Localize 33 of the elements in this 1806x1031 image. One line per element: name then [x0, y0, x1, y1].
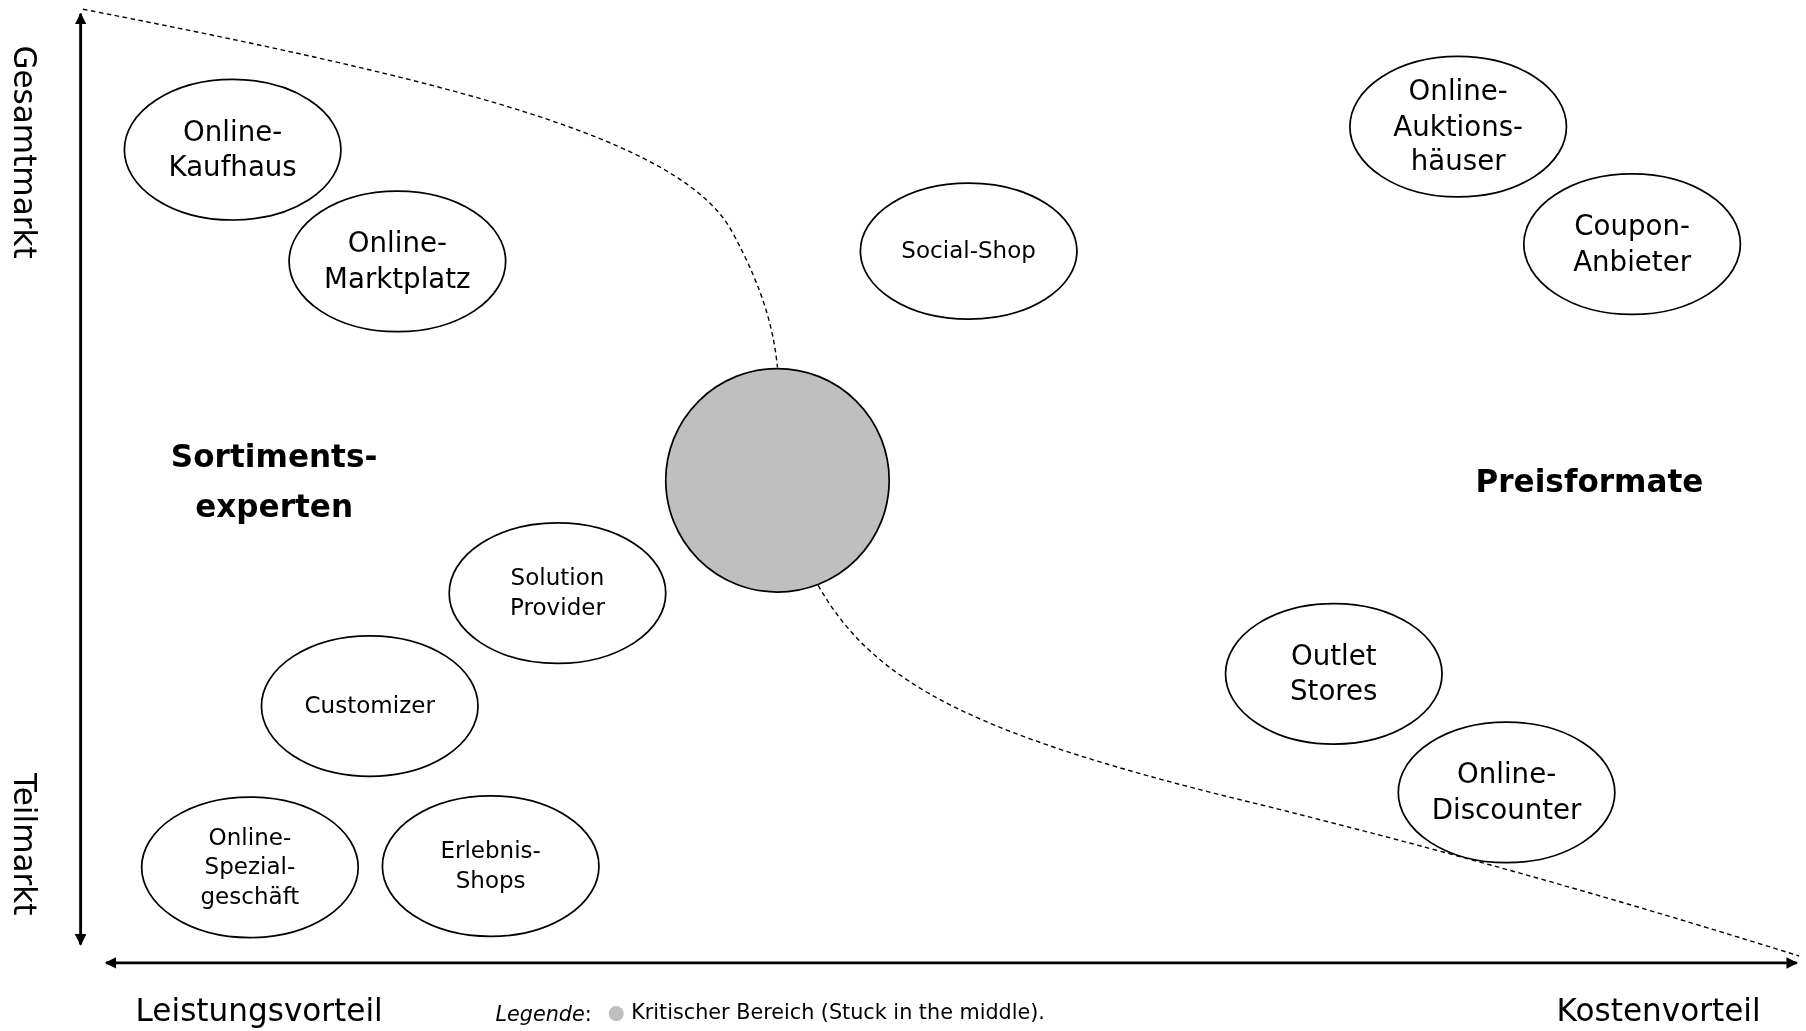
node-label: Solution Provider: [509, 563, 606, 623]
ellipse-node: [448, 521, 667, 665]
axis-label: Leistungsvorteil: [135, 992, 383, 1028]
region-label: Sortiments- experten: [170, 437, 378, 527]
circle-shape: [664, 367, 891, 594]
node-label: Outlet Stores: [1290, 638, 1378, 710]
legend-title: Legende:: [495, 1001, 592, 1026]
axis-label: Gesamtmarkt: [7, 45, 44, 259]
node-label: Online- Discounter: [1431, 757, 1582, 828]
node-label: Online- Kaufhaus: [168, 114, 297, 186]
node-label: Coupon- Anbieter: [1573, 208, 1692, 280]
node-label: Online- Marktplatz: [324, 226, 471, 297]
node-label: Erlebnis- Shops: [440, 836, 541, 896]
ellipse-node: [260, 634, 480, 778]
ellipse-node: [123, 78, 343, 222]
node-label: Social-Shop: [901, 236, 1036, 266]
ellipse-node: [1397, 721, 1616, 864]
legend-text: Kritischer Bereich (Stuck in the middle).: [631, 999, 1045, 1024]
node-label: Online- Spezial- geschäft: [200, 823, 300, 912]
node-label: Online- Auktions- häuser: [1393, 73, 1524, 180]
node-label: Customizer: [304, 691, 435, 721]
ellipse-node: [287, 190, 507, 333]
ellipse-node: [140, 795, 360, 939]
ellipse-node: [1348, 55, 1568, 199]
axis-label: Teilmarkt: [7, 773, 44, 916]
dashed-boundary-line: [817, 584, 1800, 957]
ellipse-node: [381, 794, 601, 938]
region-label: Preisformate: [1475, 463, 1704, 500]
dashed-boundary-line: [82, 8, 779, 369]
ellipse-node: [1522, 172, 1742, 316]
ellipse-node: [1224, 602, 1444, 746]
ellipse-node: [859, 182, 1079, 321]
axis-label: Kostenvorteil: [1556, 992, 1761, 1028]
